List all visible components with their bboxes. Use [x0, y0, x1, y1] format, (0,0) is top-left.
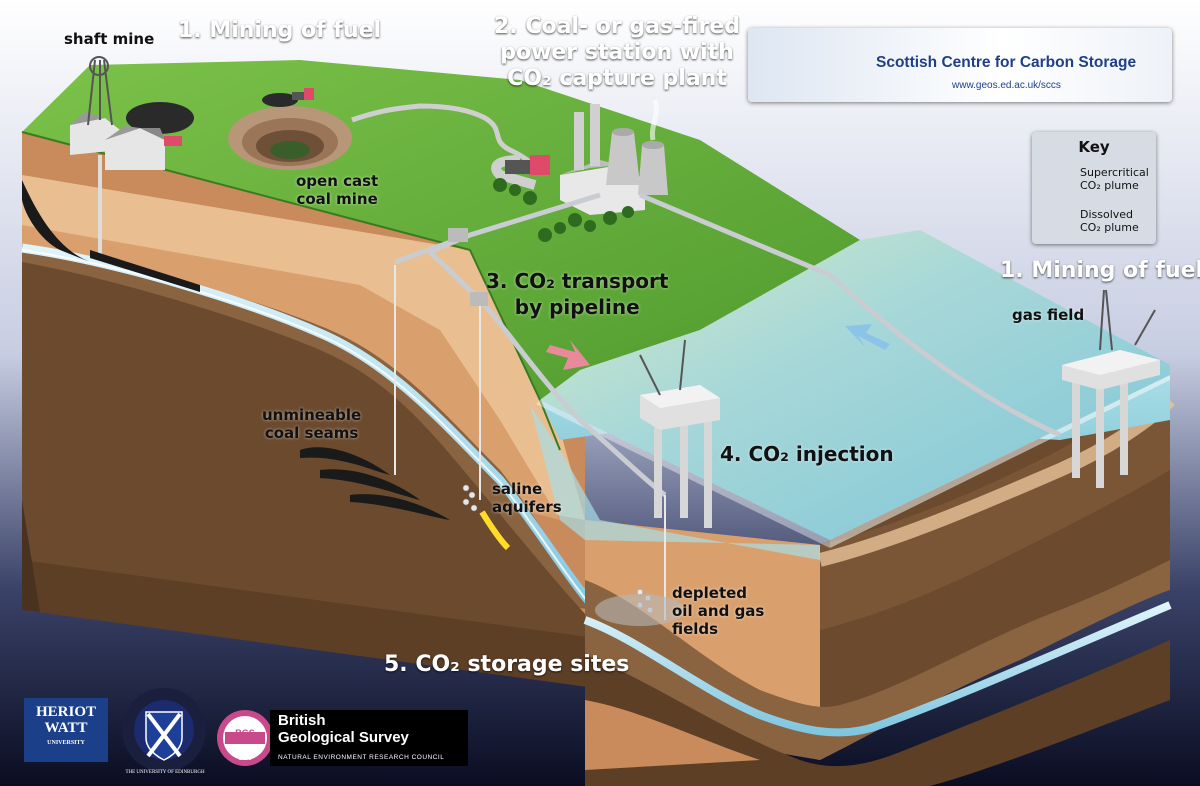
arrow-icon	[845, 324, 890, 350]
coal-heap	[126, 102, 194, 134]
truck-icon	[292, 88, 314, 100]
sccs-banner: Scottish Centre for Carbon Storage www.g…	[748, 28, 1172, 102]
mining-label-right: 1. Mining of fuel	[1000, 258, 1200, 283]
storage-label: 5. CO₂ storage sites	[384, 652, 630, 677]
pipeline-junction	[448, 228, 468, 242]
key-title: Key	[1078, 138, 1110, 156]
shaft-mine	[70, 56, 165, 260]
bgs-logo: British Geological Survey NATURAL ENVIRO…	[270, 710, 468, 766]
truck-icon	[164, 136, 182, 146]
dissolved-plume	[479, 510, 511, 551]
left-strata	[21, 132, 614, 690]
injection-platform	[639, 339, 720, 528]
unmineable-label: unmineable coal seams	[262, 406, 362, 442]
sea-edge	[530, 405, 820, 560]
open-cast-mine	[228, 106, 352, 170]
truck-icon	[505, 155, 550, 175]
bgs-crest	[217, 710, 273, 766]
saline-label: saline aquifers	[492, 480, 562, 516]
key-legend: Key Supercritical CO₂ plume Dissolved CO…	[1032, 132, 1156, 244]
coal-seams	[22, 180, 450, 520]
pipeline-junction	[470, 292, 488, 306]
depleted-label: depleted oil and gas fields	[672, 584, 765, 638]
shaft-mine-label: shaft mine	[64, 30, 155, 48]
edinburgh-crest	[122, 688, 206, 772]
heriot-watt-logo: HERIOT WATT UNIVERSITY	[24, 698, 108, 762]
pipeline	[394, 192, 1062, 497]
bgs-mark: BGS	[235, 728, 255, 738]
key-item-dissolved: Dissolved CO₂ plume	[1080, 208, 1139, 234]
power-station-label: 2. Coal- or gas-fired power station with…	[494, 14, 741, 91]
arrow-icon	[546, 340, 590, 370]
sccs-url: www.geos.ed.ac.uk/sccs	[952, 80, 1061, 91]
sea-surface	[540, 230, 1170, 540]
bgs-year: 1835	[238, 756, 252, 762]
sccs-title: Scottish Centre for Carbon Storage	[876, 54, 1137, 71]
open-cast-label: open cast coal mine	[296, 172, 379, 208]
mining-label-left: 1. Mining of fuel	[178, 18, 382, 43]
transport-label: 3. CO₂ transport by pipeline	[486, 269, 669, 319]
gas-field-label: gas field	[1012, 306, 1085, 324]
front-strata	[583, 375, 1175, 786]
trees	[493, 178, 634, 242]
edinburgh-text: THE UNIVERSITY OF EDINBURGH	[125, 770, 205, 775]
injection-label: 4. CO₂ injection	[720, 442, 894, 466]
depleted-field	[595, 594, 685, 626]
key-item-supercritical: Supercritical CO₂ plume	[1080, 166, 1149, 192]
road	[351, 103, 537, 170]
gas-field-platform	[1062, 289, 1160, 488]
